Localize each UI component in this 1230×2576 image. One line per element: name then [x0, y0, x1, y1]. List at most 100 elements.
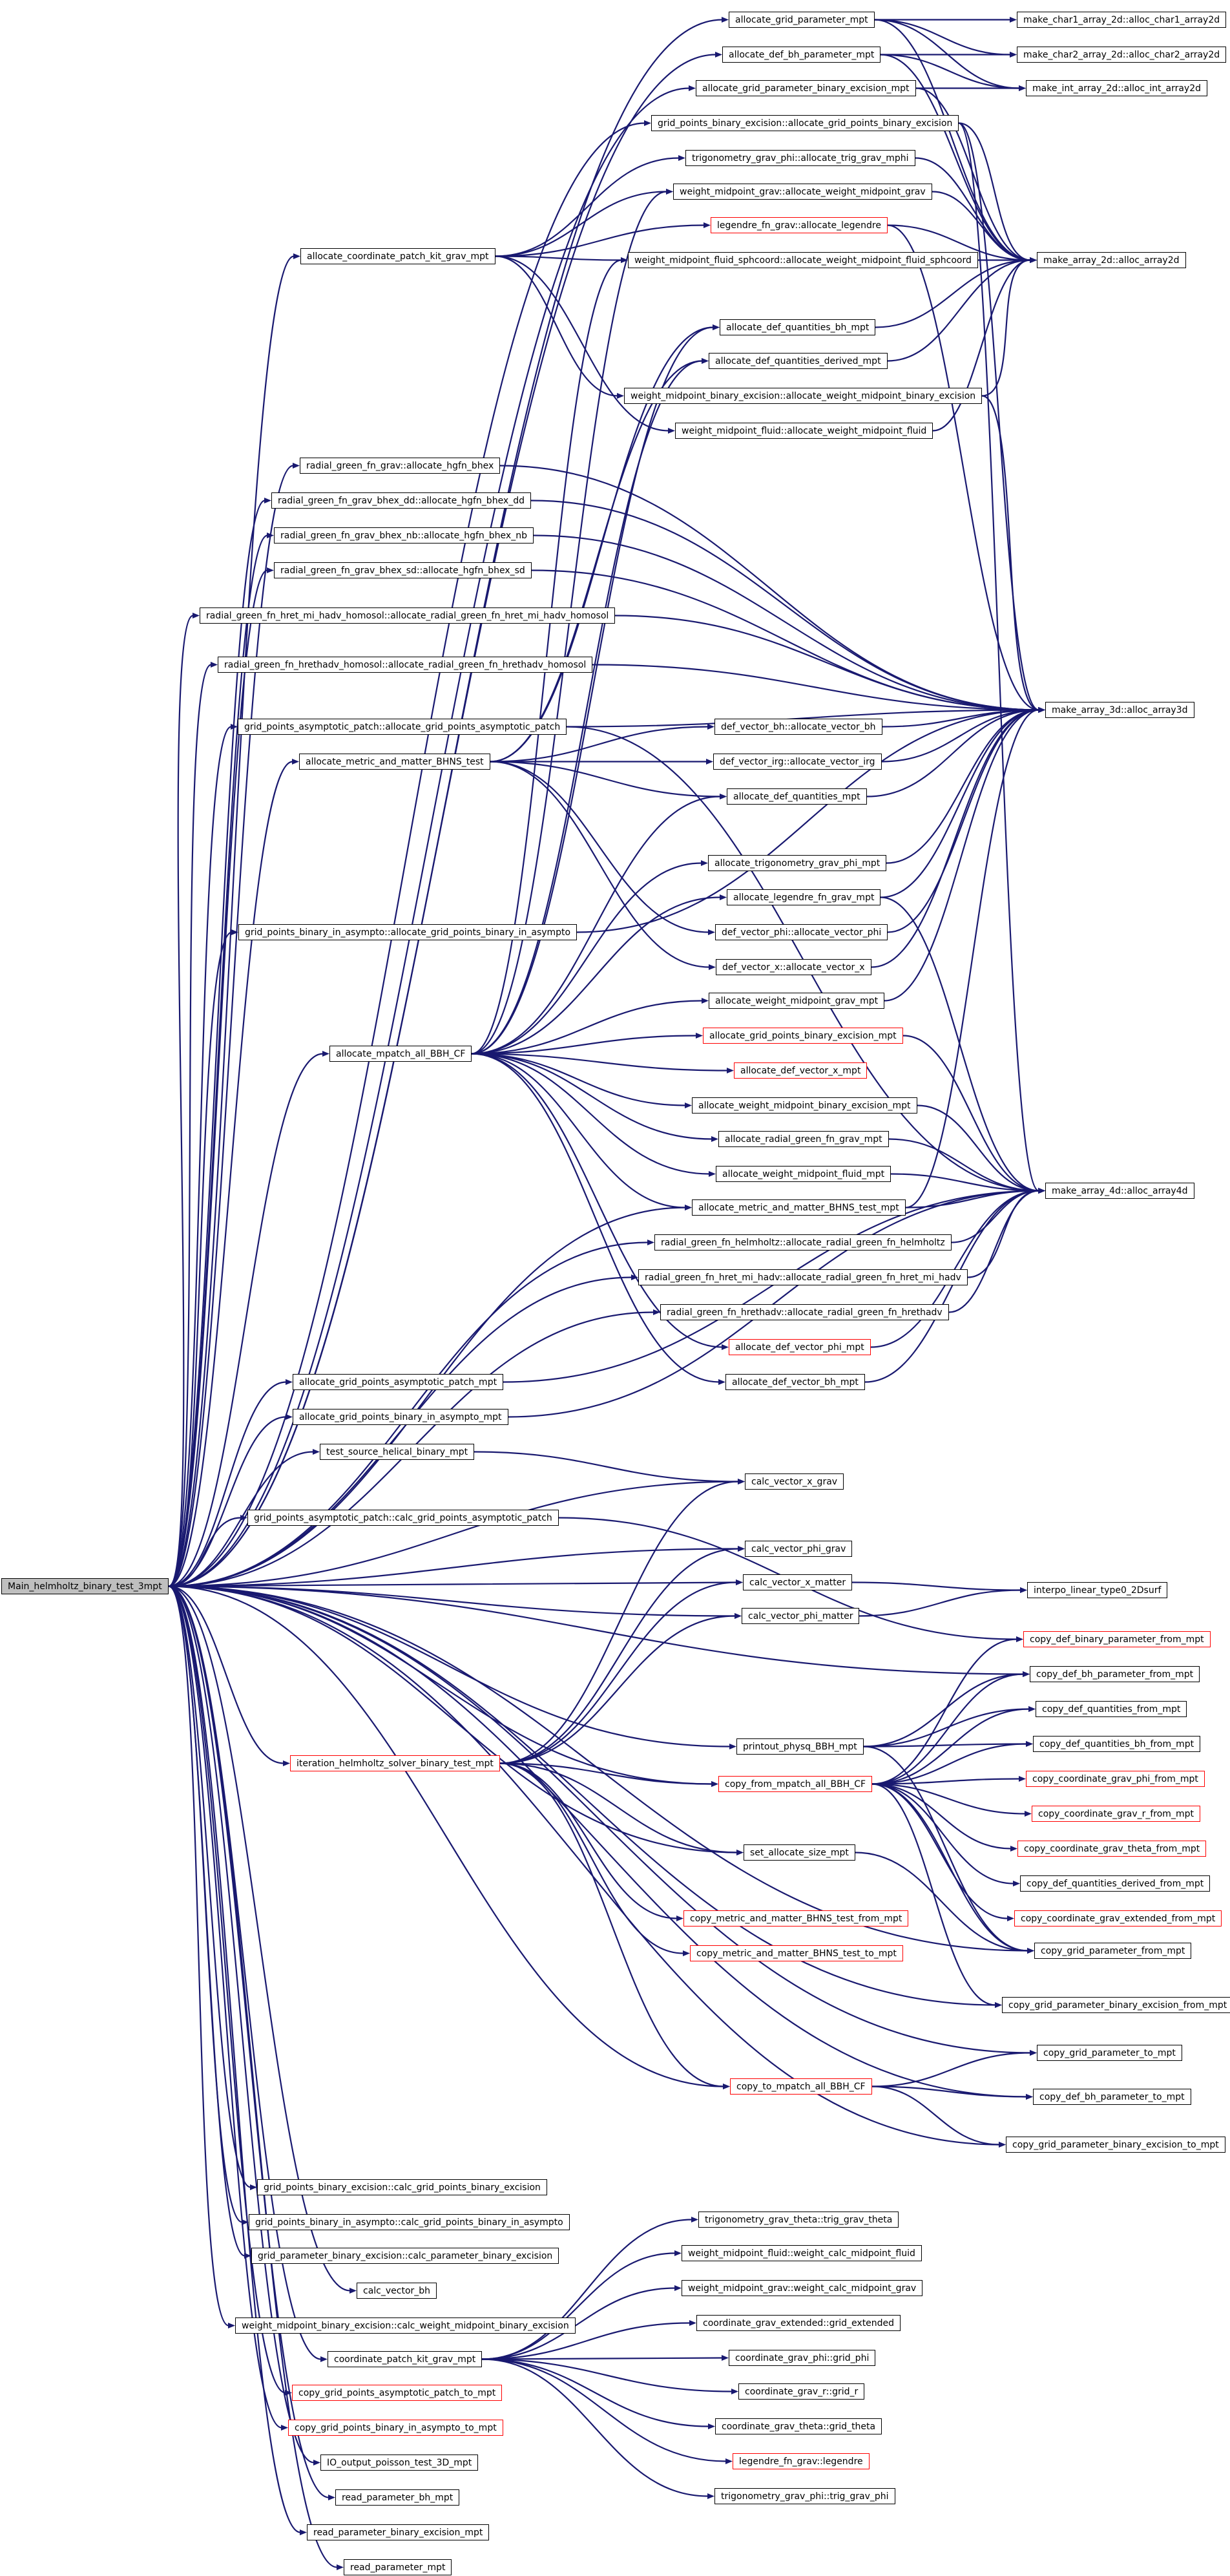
function-node[interactable]: def_vector_bh::allocate_vector_bh	[714, 719, 882, 735]
function-node[interactable]: allocate_grid_points_binary_in_asympto_m…	[293, 1409, 508, 1425]
function-node[interactable]: radial_green_fn_grav_bhex_dd::allocate_h…	[271, 492, 531, 509]
function-node[interactable]: make_char1_array_2d::alloc_char1_array2d	[1017, 12, 1227, 28]
function-node[interactable]: copy_def_quantities_bh_from_mpt	[1033, 1736, 1201, 1752]
function-node[interactable]: make_array_4d::alloc_array4d	[1045, 1183, 1194, 1199]
function-node[interactable]: weight_midpoint_grav::allocate_weight_mi…	[673, 184, 932, 200]
function-node[interactable]: trigonometry_grav_phi::allocate_trig_gra…	[685, 150, 915, 166]
function-node[interactable]: copy_grid_points_asymptotic_patch_to_mpt	[292, 2385, 503, 2401]
function-node[interactable]: allocate_mpatch_all_BBH_CF	[329, 1046, 472, 1062]
function-node[interactable]: radial_green_fn_grav::allocate_hgfn_bhex	[300, 458, 501, 474]
function-node[interactable]: allocate_grid_points_binary_excision_mpt	[703, 1028, 903, 1044]
function-node[interactable]: coordinate_grav_extended::grid_extended	[696, 2315, 901, 2331]
function-node[interactable]: copy_grid_parameter_binary_excision_to_m…	[1006, 2137, 1225, 2153]
function-node[interactable]: allocate_weight_midpoint_binary_excision…	[692, 1097, 917, 1114]
function-node[interactable]: read_parameter_mpt	[344, 2559, 452, 2575]
function-node[interactable]: grid_points_binary_excision::allocate_gr…	[651, 115, 959, 131]
function-node[interactable]: calc_vector_phi_matter	[742, 1608, 860, 1624]
function-node[interactable]: allocate_radial_green_fn_grav_mpt	[718, 1131, 889, 1147]
function-node[interactable]: allocate_grid_parameter_binary_excision_…	[696, 80, 916, 96]
function-node[interactable]: copy_grid_points_binary_in_asympto_to_mp…	[288, 2420, 503, 2436]
function-node[interactable]: coordinate_grav_r::grid_r	[738, 2383, 865, 2400]
function-node[interactable]: allocate_grid_points_asymptotic_patch_mp…	[293, 1374, 504, 1390]
function-node[interactable]: copy_coordinate_grav_r_from_mpt	[1032, 1806, 1200, 1822]
function-node[interactable]: grid_points_binary_in_asympto::allocate_…	[238, 924, 578, 940]
function-node[interactable]: allocate_grid_parameter_mpt	[729, 12, 875, 28]
function-node[interactable]: weight_midpoint_grav::weight_calc_midpoi…	[682, 2280, 923, 2296]
function-node[interactable]: read_parameter_bh_mpt	[335, 2489, 460, 2506]
function-node[interactable]: allocate_def_quantities_mpt	[727, 788, 867, 805]
function-node[interactable]: radial_green_fn_hrethadv_homosol::alloca…	[218, 657, 593, 673]
function-node[interactable]: calc_vector_phi_grav	[745, 1541, 853, 1557]
function-node[interactable]: allocate_legendre_fn_grav_mpt	[727, 889, 881, 905]
function-node[interactable]: weight_midpoint_fluid::weight_calc_midpo…	[682, 2245, 922, 2261]
function-node[interactable]: allocate_weight_midpoint_fluid_mpt	[716, 1166, 891, 1182]
function-node[interactable]: copy_from_mpatch_all_BBH_CF	[718, 1776, 873, 1792]
function-node[interactable]: allocate_def_bh_parameter_mpt	[722, 47, 881, 63]
function-node[interactable]: coordinate_grav_theta::grid_theta	[715, 2418, 882, 2434]
function-node[interactable]: copy_to_mpatch_all_BBH_CF	[730, 2078, 872, 2095]
function-node[interactable]: copy_coordinate_grav_extended_from_mpt	[1014, 1910, 1222, 1927]
function-node[interactable]: def_vector_x::allocate_vector_x	[716, 959, 871, 975]
function-node[interactable]: trigonometry_grav_theta::trig_grav_theta	[698, 2212, 899, 2228]
function-node[interactable]: make_char2_array_2d::alloc_char2_array2d	[1017, 47, 1227, 63]
function-node[interactable]: set_allocate_size_mpt	[744, 1844, 855, 1861]
function-node[interactable]: test_source_helical_binary_mpt	[320, 1444, 475, 1460]
function-node[interactable]: coordinate_grav_phi::grid_phi	[729, 2350, 876, 2366]
function-node[interactable]: make_int_array_2d::alloc_int_array2d	[1026, 80, 1208, 96]
function-node[interactable]: trigonometry_grav_phi::trig_grav_phi	[714, 2488, 895, 2504]
function-node[interactable]: allocate_metric_and_matter_BHNS_test	[299, 754, 490, 770]
function-node[interactable]: def_vector_phi::allocate_vector_phi	[715, 924, 888, 940]
function-node[interactable]: legendre_fn_grav::allocate_legendre	[711, 217, 888, 233]
function-node[interactable]: copy_def_bh_parameter_from_mpt	[1030, 1666, 1200, 1682]
function-node[interactable]: grid_points_binary_excision::calc_grid_p…	[257, 2179, 547, 2195]
function-node[interactable]: allocate_def_vector_phi_mpt	[729, 1339, 871, 1355]
function-node[interactable]: legendre_fn_grav::legendre	[733, 2453, 870, 2469]
function-node[interactable]: interpo_linear_type0_2Dsurf	[1027, 1582, 1168, 1598]
function-node[interactable]: copy_def_binary_parameter_from_mpt	[1023, 1631, 1211, 1647]
function-node[interactable]: grid_points_binary_in_asympto::calc_grid…	[249, 2214, 570, 2230]
function-node[interactable]: weight_midpoint_fluid_sphcoord::allocate…	[628, 252, 978, 268]
function-node[interactable]: allocate_def_vector_x_mpt	[734, 1062, 868, 1079]
function-node[interactable]: copy_metric_and_matter_BHNS_test_to_mpt	[690, 1945, 903, 1961]
function-node[interactable]: radial_green_fn_hret_mi_hadv::allocate_r…	[638, 1269, 968, 1285]
root-node[interactable]: Main_helmholtz_binary_test_3mpt	[1, 1578, 169, 1594]
function-node[interactable]: calc_vector_x_grav	[745, 1473, 844, 1490]
function-node[interactable]: weight_midpoint_binary_excision::calc_we…	[235, 2317, 576, 2334]
function-node[interactable]: copy_def_bh_parameter_to_mpt	[1033, 2089, 1191, 2105]
function-node[interactable]: allocate_def_quantities_derived_mpt	[709, 353, 888, 369]
function-node[interactable]: IO_output_poisson_test_3D_mpt	[320, 2455, 479, 2471]
function-node[interactable]: calc_vector_x_matter	[743, 1574, 853, 1590]
function-node[interactable]: iteration_helmholtz_solver_binary_test_m…	[290, 1755, 500, 1771]
function-node[interactable]: copy_def_quantities_from_mpt	[1036, 1701, 1187, 1717]
function-node[interactable]: radial_green_fn_helmholtz::allocate_radi…	[654, 1234, 952, 1251]
function-node[interactable]: grid_points_asymptotic_patch::calc_grid_…	[247, 1510, 559, 1526]
function-node[interactable]: radial_green_fn_grav_bhex_sd::allocate_h…	[274, 562, 532, 578]
function-node[interactable]: coordinate_patch_kit_grav_mpt	[328, 2351, 483, 2367]
function-node[interactable]: copy_metric_and_matter_BHNS_test_from_mp…	[683, 1910, 909, 1927]
function-node[interactable]: allocate_def_quantities_bh_mpt	[720, 319, 876, 335]
function-node[interactable]: copy_def_quantities_derived_from_mpt	[1020, 1875, 1211, 1892]
function-node[interactable]: weight_midpoint_binary_excision::allocat…	[624, 388, 983, 404]
function-node[interactable]: copy_grid_parameter_from_mpt	[1034, 1943, 1192, 1959]
function-node[interactable]: copy_coordinate_grav_theta_from_mpt	[1017, 1841, 1207, 1857]
function-node[interactable]: make_array_3d::alloc_array3d	[1045, 702, 1194, 718]
function-node[interactable]: allocate_trigonometry_grav_phi_mpt	[708, 855, 887, 871]
function-node[interactable]: radial_green_fn_hrethadv::allocate_radia…	[660, 1304, 949, 1320]
function-node[interactable]: copy_grid_parameter_to_mpt	[1037, 2045, 1182, 2061]
function-node[interactable]: calc_vector_bh	[357, 2283, 437, 2299]
function-node[interactable]: printout_physq_BBH_mpt	[736, 1738, 864, 1755]
function-node[interactable]: allocate_coordinate_patch_kit_grav_mpt	[300, 248, 495, 264]
function-node[interactable]: def_vector_irg::allocate_vector_irg	[713, 754, 882, 770]
function-node[interactable]: allocate_metric_and_matter_BHNS_test_mpt	[692, 1199, 906, 1216]
function-node[interactable]: radial_green_fn_hret_mi_hadv_homosol::al…	[200, 607, 616, 624]
function-node[interactable]: make_array_2d::alloc_array2d	[1037, 252, 1186, 268]
function-node[interactable]: radial_green_fn_grav_bhex_nb::allocate_h…	[274, 527, 534, 544]
function-node[interactable]: grid_points_asymptotic_patch::allocate_g…	[238, 719, 567, 735]
function-node[interactable]: weight_midpoint_fluid::allocate_weight_m…	[675, 423, 933, 439]
function-node[interactable]: copy_grid_parameter_binary_excision_from…	[1002, 1997, 1230, 2013]
function-node[interactable]: grid_parameter_binary_excision::calc_par…	[251, 2248, 559, 2264]
function-node[interactable]: read_parameter_binary_excision_mpt	[307, 2524, 490, 2540]
function-node[interactable]: allocate_weight_midpoint_grav_mpt	[709, 993, 885, 1009]
function-node[interactable]: allocate_def_vector_bh_mpt	[725, 1374, 865, 1390]
function-node[interactable]: copy_coordinate_grav_phi_from_mpt	[1026, 1771, 1205, 1787]
